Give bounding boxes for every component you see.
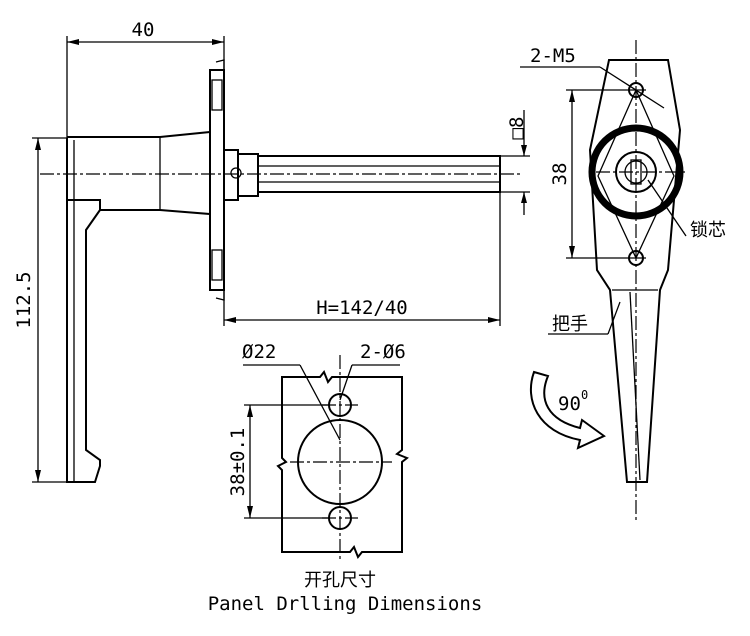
dim-label-panel-38: 38±0.1 (227, 428, 249, 497)
dim-label-hole-22: Ø22 (242, 341, 276, 363)
dim-label-square-8: □8 (506, 117, 528, 140)
dim-label-spacing-38: 38 (549, 163, 571, 186)
label-rotation-90: 90 (558, 393, 581, 415)
dim-label-shaft-length: H=142/40 (316, 297, 408, 319)
label-lock-core: 锁芯 (690, 220, 726, 241)
dim-square-8: □8 (500, 110, 530, 215)
rotation-arrow (529, 370, 606, 450)
dim-label-screws-2xm5: 2-M5 (530, 45, 576, 67)
panel-drilling-view: Ø22 2-Ø6 38±0.1 开孔尺寸 Panel Drlling Dimen… (208, 341, 483, 615)
dim-height-112-5: 112.5 (13, 137, 67, 483)
front-view: 38 2-M5 锁芯 把手 90 0 (520, 40, 726, 520)
side-view: 40 (13, 19, 530, 483)
dim-shaft-length: H=142/40 (223, 192, 501, 326)
label-rotation-degree: 0 (581, 388, 588, 402)
dim-label-holes-2x6: 2-Ø6 (360, 341, 406, 363)
dim-label-40: 40 (132, 19, 155, 41)
handle-side (40, 59, 520, 483)
caption-english: Panel Drlling Dimensions (208, 593, 483, 615)
caption-chinese: 开孔尺寸 (304, 570, 376, 591)
dim-label-112-5: 112.5 (13, 271, 35, 328)
label-handle: 把手 (552, 314, 588, 335)
dim-width-40: 40 (66, 19, 225, 138)
